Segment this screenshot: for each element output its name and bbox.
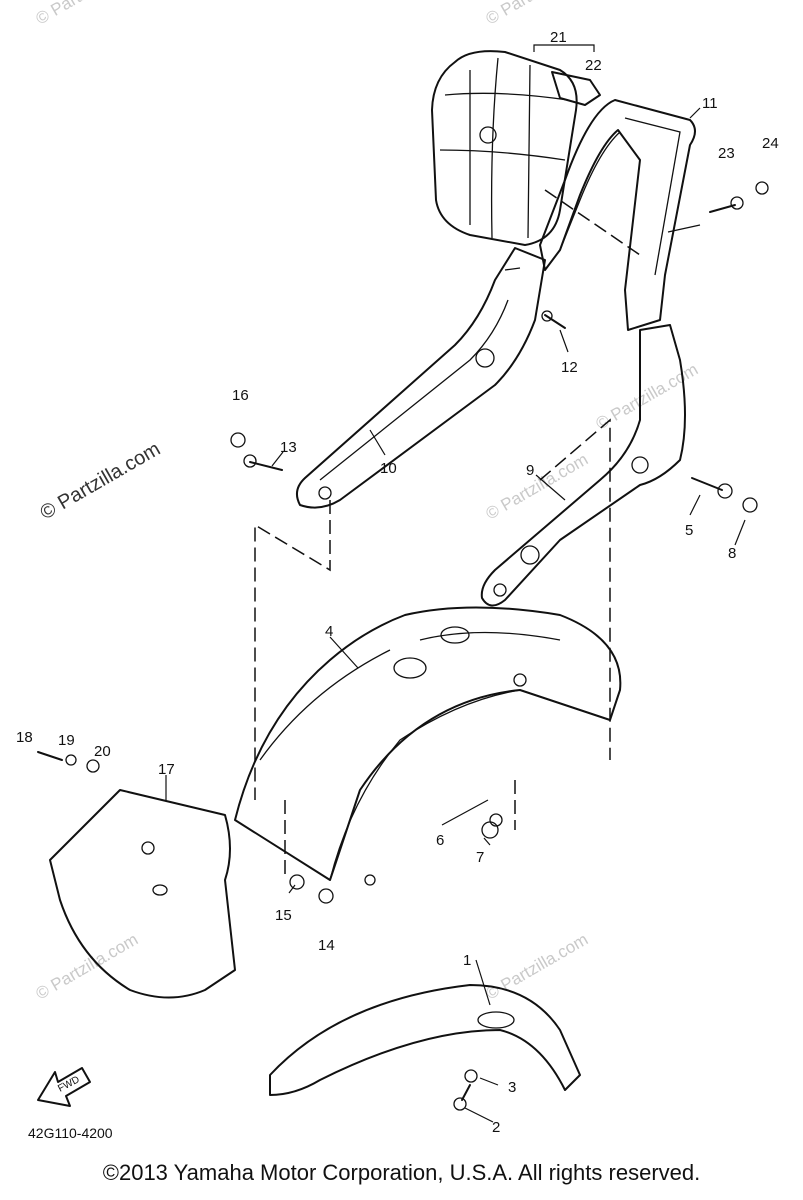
fwd-arrow-icon: FWD: [37, 1067, 91, 1107]
assembly-line-left: [254, 500, 331, 800]
watermark-mid: © Partzilla.com: [483, 450, 592, 524]
callout-label: 5: [685, 522, 693, 539]
watermark-low-right: © Partzilla.com: [483, 930, 592, 1004]
backrest-frame: [539, 99, 696, 331]
callout-label: 13: [280, 439, 297, 456]
backrest-pad: [431, 50, 578, 246]
callout-label: 16: [232, 387, 249, 404]
callout-label: 24: [762, 135, 779, 152]
callout-label: 7: [476, 849, 484, 866]
callout-labels: 1 2 3 4 5 6 7 8 9 10 11 12 13 14 15 16 1…: [16, 29, 779, 1136]
callout-label: 4: [325, 623, 333, 640]
callout-label: 6: [436, 832, 444, 849]
callout-label: 20: [94, 743, 111, 760]
fwd-label: FWD: [56, 1074, 81, 1094]
callout-label: 17: [158, 761, 175, 778]
diagram-code: 42G110-4200: [28, 1125, 113, 1141]
watermark-side: © Partzilla.com: [37, 438, 165, 524]
rear-flap: [49, 789, 236, 999]
callout-label: 9: [526, 462, 534, 479]
copyright-notice: ©2013 Yamaha Motor Corporation, U.S.A. A…: [102, 1160, 701, 1185]
callout-label: 15: [275, 907, 292, 924]
callout-label: 21: [550, 29, 567, 46]
callout-label: 8: [728, 545, 736, 562]
callout-label: 14: [318, 937, 335, 954]
rear-fender: [234, 606, 622, 881]
hardware: [37, 181, 769, 1111]
callout-label: 3: [508, 1079, 516, 1096]
callout-label: 23: [718, 145, 735, 162]
callout-label: 10: [380, 460, 397, 477]
callout-label: 18: [16, 729, 33, 746]
front-fender: [269, 984, 581, 1096]
backrest-bracket: [551, 71, 601, 106]
left-stay: [295, 247, 546, 509]
assembly-line-right: [539, 418, 611, 760]
callout-label: 19: [58, 732, 75, 749]
callout-label: 1: [463, 952, 471, 969]
callout-label: 2: [492, 1119, 500, 1136]
exploded-view: © Partzilla.com © Partzilla.com © Partzi…: [16, 0, 779, 1141]
callout-label: 22: [585, 57, 602, 74]
callout-label: 12: [561, 359, 578, 376]
leader-lines: [165, 44, 746, 1123]
watermark-top-right: © Partzilla.com: [483, 0, 592, 28]
callout-label: 11: [702, 95, 718, 112]
watermark-top-left: © Partzilla.com: [33, 0, 142, 28]
watermark-low-left: © Partzilla.com: [33, 930, 142, 1004]
assembly-line-pad: [544, 189, 641, 256]
right-stay: [480, 324, 686, 607]
